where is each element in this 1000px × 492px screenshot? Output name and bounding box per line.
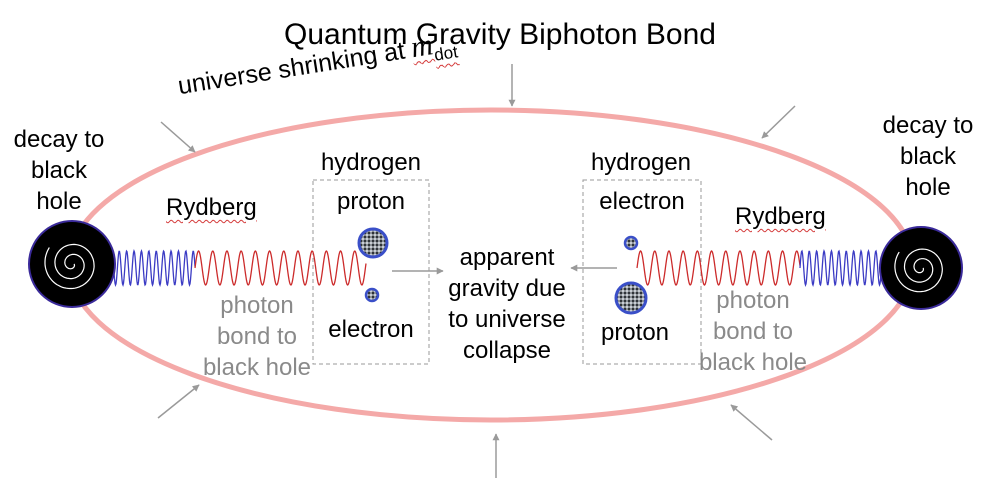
arrow-icon — [160, 121, 196, 153]
photon-wave-left-red — [194, 250, 367, 286]
arrow-icon — [761, 105, 796, 139]
spiral-black-hole-icon — [28, 220, 116, 308]
photon-wave-right-red — [636, 250, 801, 286]
photon-wave-left-blue — [109, 249, 196, 287]
right-rydberg-label: Rydberg — [735, 203, 826, 230]
mdot-symbol: mdot — [408, 28, 460, 65]
left-electron-label: electron — [328, 316, 414, 343]
right-hydrogen-label: hydrogen — [590, 149, 692, 176]
arrow-icon — [730, 404, 773, 441]
right-electron-label: electron — [599, 188, 685, 215]
proton-icon — [614, 281, 648, 315]
arrow-icon — [157, 384, 200, 419]
electron-icon — [623, 235, 639, 251]
left-hydrogen-label: hydrogen — [320, 149, 422, 176]
electron-icon — [364, 287, 380, 303]
left-rydberg-label: Rydberg — [166, 194, 257, 221]
spiral-black-hole-icon — [879, 226, 963, 310]
hydrogen-box-left — [312, 179, 430, 365]
photon-wave-right-blue — [799, 249, 883, 287]
diagram-title: Quantum Gravity Biphoton Bond — [284, 18, 716, 51]
left-proton-label: proton — [336, 188, 406, 215]
proton-icon — [357, 227, 389, 259]
right-proton-label: proton — [600, 319, 670, 346]
